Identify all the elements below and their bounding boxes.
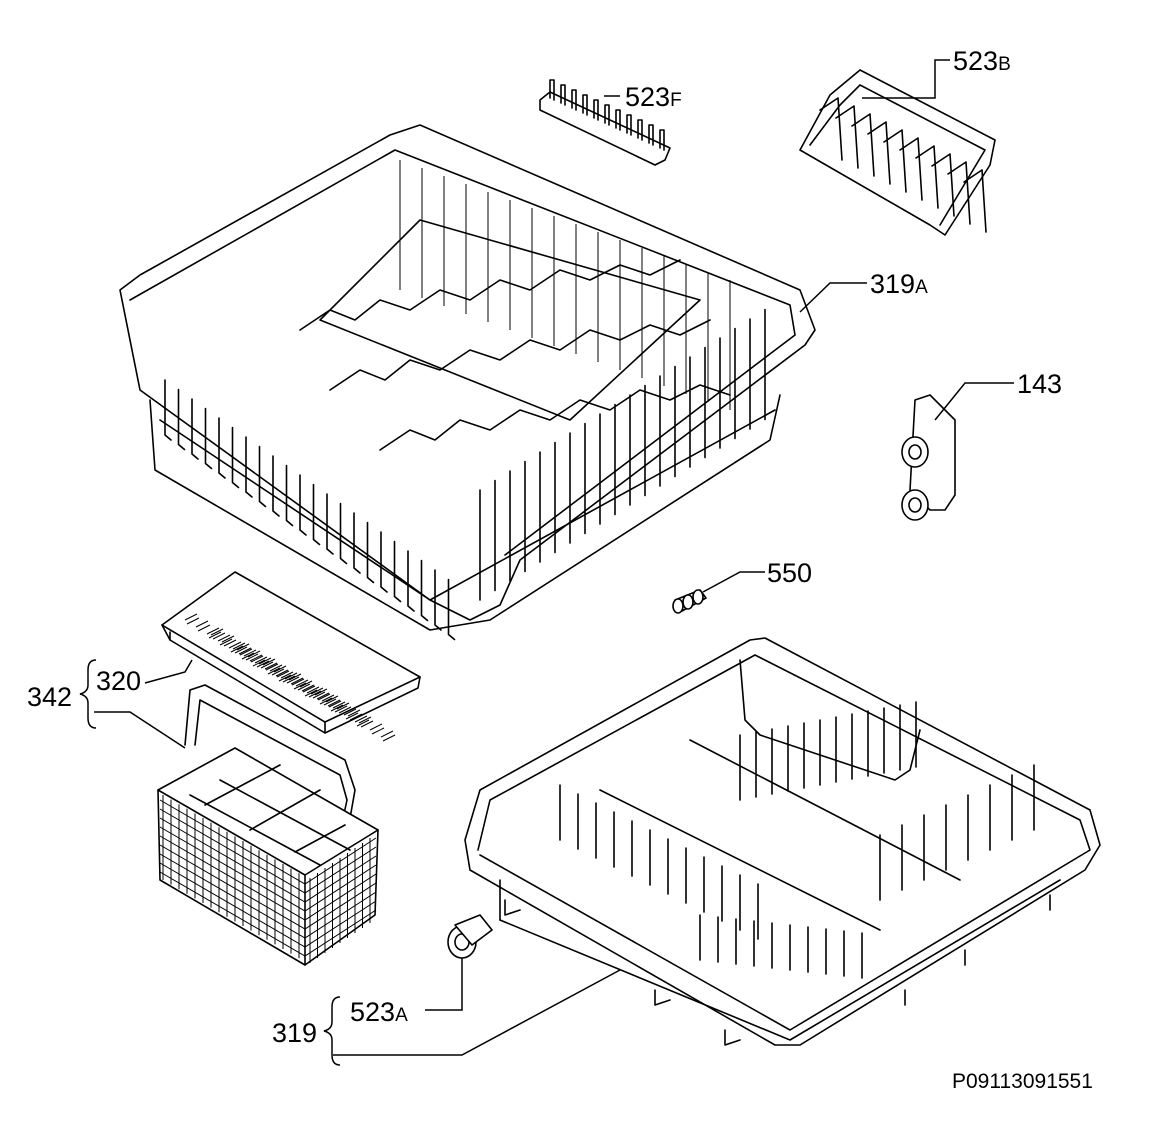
leader-lines — [94, 59, 1014, 1056]
clip-strip-523f-drawing — [539, 79, 671, 166]
drawing-code: P09113091551 — [952, 1070, 1093, 1093]
label-319: 319 — [272, 1018, 317, 1048]
lower-basket-drawing — [464, 637, 1101, 1046]
label-320: 320 — [96, 666, 141, 696]
label-143: 143 — [1017, 369, 1062, 399]
cutlery-basket-342-drawing — [157, 684, 379, 966]
basket-cover-320-drawing — [161, 571, 421, 742]
label-523a: 523A — [350, 997, 408, 1027]
label-523f: 523F — [625, 82, 682, 112]
brace-342 — [79, 659, 97, 729]
label-523b: 523B — [953, 46, 1011, 76]
label-319a: 319A — [870, 269, 928, 299]
roller-bracket-143-drawing — [901, 394, 956, 521]
label-550: 550 — [767, 558, 812, 588]
upper-basket-drawing — [119, 124, 816, 641]
pin-550-drawing — [672, 589, 707, 614]
folding-rack-523b-drawing — [799, 69, 996, 236]
brace-319 — [323, 996, 341, 1066]
wheel-523a-drawing — [447, 914, 493, 959]
label-342: 342 — [27, 682, 72, 712]
